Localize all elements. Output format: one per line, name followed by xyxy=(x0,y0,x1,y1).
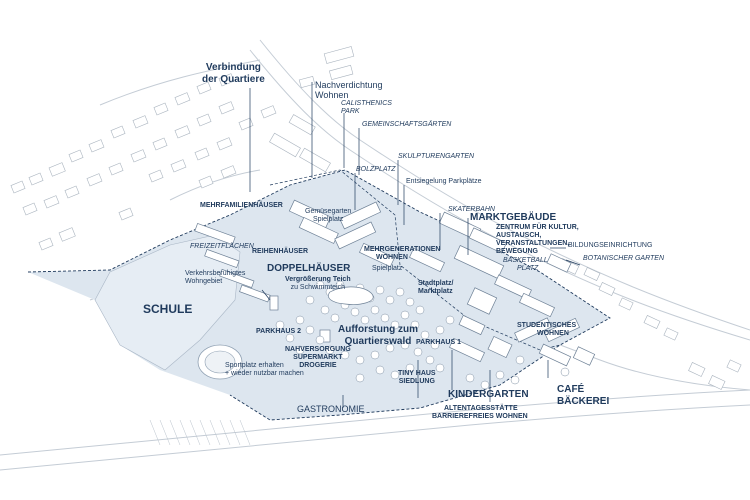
label-studentisches-line2: WOHNEN xyxy=(537,330,569,338)
label-nachverdichtung-line2: Wohnen xyxy=(315,90,349,101)
label-verbindung: Verbindung der Quartiere xyxy=(202,62,265,85)
label-cafe: CAFÉ BÄCKEREI xyxy=(557,384,609,407)
label-nahversorgung-line1: NAHVERSORGUNG xyxy=(285,346,351,353)
label-bildungseinrichtung: BILDUNGSEINRICHTUNG xyxy=(568,242,653,249)
label-altentagesstaette-line1: ALTENTAGESSTÄTTE xyxy=(444,405,518,412)
label-calisthenics-line1: CALISTHENICS xyxy=(341,100,392,107)
parking-stripes xyxy=(149,419,251,446)
label-tinyhaus: TINY HAUS SIEDLUNG xyxy=(398,370,436,386)
label-entsiegelung: Entsiegelung Parkplätze xyxy=(406,178,482,185)
label-verkehrsberuhigtes-line1: Verkehrsberuhigtes xyxy=(185,270,246,277)
label-nahversorgung: NAHVERSORGUNG SUPERMARKT DROGERIE xyxy=(285,346,351,370)
label-zentrum-line3: VERANSTALTUNGEN, xyxy=(496,240,570,248)
label-nahversorgung-line3: DROGERIE xyxy=(299,362,337,370)
label-verkehrsberuhigtes-line2: Wohngebiet xyxy=(185,278,223,286)
label-cafe-line1: CAFÉ xyxy=(557,384,585,395)
label-mehrgenerationen-line2: WOHNEN xyxy=(376,254,408,262)
label-tinyhaus-line1: TINY HAUS xyxy=(398,370,436,377)
label-schule: SCHULE xyxy=(143,302,193,316)
label-skulpturengarten: SKULPTURENGARTEN xyxy=(398,153,475,160)
label-bolzplatz: BOLZPLATZ xyxy=(356,166,396,173)
label-verkehrsberuhigtes: Verkehrsberuhigtes Wohngebiet xyxy=(185,270,245,286)
context-housing xyxy=(10,46,355,251)
label-stadtplatz-line2: Marktplatz xyxy=(418,288,453,296)
label-aufforstung: Aufforstung zum Quartierswald xyxy=(338,324,418,347)
label-verbindung-line2: der Quartiere xyxy=(202,73,265,85)
label-nahversorgung-line2: SUPERMARKT xyxy=(293,354,343,362)
label-mehrgenerationen-line1: MEHRGENERATIONEN xyxy=(364,246,441,253)
label-botanischer-garten: BOTANISCHER GARTEN xyxy=(583,255,665,262)
pond xyxy=(328,286,374,305)
label-gemuesegarten-line1: Gemüsegarten xyxy=(305,208,352,215)
label-sportplatz-line2: + wieder nutzbar machen xyxy=(225,370,304,378)
label-tinyhaus-line2: SIEDLUNG xyxy=(398,378,435,386)
label-nachverdichtung: Nachverdichtung Wohnen xyxy=(315,80,383,101)
label-kindergarten: KINDERGARTEN xyxy=(448,389,529,400)
label-vergroesserung-line2: zu Schwimmteich xyxy=(290,284,346,292)
inner-boundary xyxy=(269,169,561,351)
label-calisthenics: CALISTHENICS PARK xyxy=(341,100,392,116)
label-stadtplatz: Stadtplatz/ Marktplatz xyxy=(418,280,453,296)
label-calisthenics-line2: PARK xyxy=(341,108,360,116)
label-cafe-line2: BÄCKEREI xyxy=(557,395,610,407)
label-nachverdichtung-line1: Nachverdichtung xyxy=(315,80,383,90)
label-aufforstung-line2: Quartierswald xyxy=(344,335,412,347)
project-buildings xyxy=(194,199,596,367)
label-marktgebaeude: MARKTGEBÄUDE xyxy=(470,212,557,223)
label-gemuesegarten-line2: Spielplatz xyxy=(312,216,344,224)
label-sportplatz: Sportplatz erhalten + wieder nutzbar mac… xyxy=(225,362,304,378)
label-altentagesstaette: ALTENTAGESSTÄTTE BARRIEREFREIES WOHNEN xyxy=(432,405,528,421)
label-zentrum-line1: ZENTRUM FÜR KULTUR, xyxy=(496,224,579,231)
label-gemuesegarten: Gemüsegarten Spielplatz xyxy=(305,208,351,224)
label-gemeinschaftsgaerten: GEMEINSCHAFTSGÄRTEN xyxy=(362,121,452,128)
label-stadtplatz-line1: Stadtplatz/ xyxy=(418,280,454,287)
label-parkhaus2: PARKHAUS 2 xyxy=(256,328,301,335)
label-studentisches: STUDENTISCHES WOHNEN xyxy=(517,322,576,338)
label-spielplatz: Spielplatz xyxy=(372,265,403,272)
label-altentagesstaette-line2: BARRIEREFREIES WOHNEN xyxy=(432,413,528,421)
leader-lines xyxy=(249,82,581,408)
label-verbindung-line1: Verbindung xyxy=(205,62,261,73)
label-freizeitflaechen: FREIZEITFLÄCHEN xyxy=(190,243,254,250)
label-basketball-line1: BASKETBALL xyxy=(503,257,548,264)
label-vergroesserung-line1: Vergrößerung Teich xyxy=(285,276,351,283)
label-mehrfamilienhaeuser: MEHRFAMILIENHÄUSER xyxy=(200,202,283,209)
label-zentrum: ZENTRUM FÜR KULTUR, AUSTAUSCH, VERANSTAL… xyxy=(496,224,579,256)
sports-field xyxy=(197,344,243,380)
label-basketball-line2: PLATZ xyxy=(517,265,539,273)
label-mehrgenerationen: MEHRGENERATIONEN WOHNEN xyxy=(364,246,440,262)
label-aufforstung-line1: Aufforstung zum xyxy=(338,324,418,335)
label-skaterbahn: SKATERBAHN xyxy=(448,206,495,213)
label-zentrum-line2: AUSTAUSCH, xyxy=(496,232,542,240)
label-doppelhaeuser: DOPPELHÄUSER xyxy=(267,263,351,274)
label-zentrum-line4: BEWEGUNG xyxy=(496,248,538,256)
label-sportplatz-line1: Sportplatz erhalten xyxy=(225,362,284,369)
label-studentisches-line1: STUDENTISCHES xyxy=(517,322,577,329)
label-gastronomie: GASTRONOMIE xyxy=(297,404,365,414)
label-reihenhaeuser: REIHENHÄUSER xyxy=(252,248,309,255)
label-parkhaus1: PARKHAUS 1 xyxy=(416,339,461,346)
label-basketball: BASKETBALL PLATZ xyxy=(503,257,548,273)
label-vergroesserung: Vergrößerung Teich zu Schwimmteich xyxy=(285,276,351,292)
